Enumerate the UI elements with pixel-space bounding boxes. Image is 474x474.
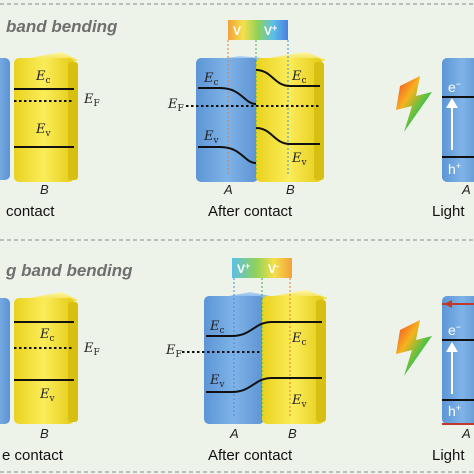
- potential-v-left: V: [233, 24, 241, 38]
- label-a: A: [223, 182, 233, 197]
- arrow-head: [446, 98, 458, 108]
- semiconductor-a-block: [442, 58, 474, 182]
- lightning-bolt-icon: [396, 76, 432, 132]
- hole-label: h+: [448, 403, 461, 419]
- light-caption: Light: [432, 203, 465, 220]
- label-b: B: [286, 182, 295, 197]
- potential-v-left: V+: [237, 261, 250, 276]
- bottom-panel: g band bending Ec Ev EF B e contact V+: [0, 258, 474, 464]
- ec-label-a: Ec: [209, 319, 225, 336]
- top-after-contact: V V+ Ec Ev Ec Ev EF A B After contact: [167, 20, 326, 220]
- ef-label: EF: [167, 97, 184, 114]
- semiconductor-a-block: [0, 58, 10, 180]
- bottom-after-contact: V+ V- Ec Ev Ec Ev EF A B After contact: [165, 258, 328, 464]
- ec-label-b: Ec: [291, 331, 307, 348]
- ev-label-a: Ev: [203, 129, 220, 146]
- valence-band-line: [206, 377, 322, 393]
- after-contact-caption: After contact: [208, 203, 293, 220]
- top-panel-title: band bending: [6, 17, 118, 36]
- conduction-band-line: [198, 87, 257, 105]
- potential-v-right: V+: [264, 23, 277, 38]
- ef-label: EF: [83, 341, 100, 358]
- ev-label-b: Ev: [291, 393, 308, 410]
- semiconductor-b-side: [68, 62, 78, 180]
- arrow-head: [446, 342, 458, 352]
- top-panel: band bending Ec Ev EF B contact V: [0, 17, 474, 220]
- before-contact-caption: contact: [6, 203, 55, 220]
- semiconductor-b-block: [14, 298, 74, 424]
- label-a: A: [229, 426, 239, 441]
- label-b: B: [288, 426, 297, 441]
- potential-v-right: V-: [268, 261, 279, 276]
- conduction-band-line: [255, 69, 320, 87]
- semiconductor-a-block: [0, 298, 10, 424]
- electron-label: e−: [448, 79, 461, 95]
- ec-label: Ec: [35, 69, 51, 86]
- semiconductor-b-side: [316, 300, 326, 422]
- semiconductor-b-side: [68, 302, 78, 422]
- valence-band-line: [198, 146, 257, 164]
- ef-label: EF: [165, 343, 182, 360]
- light-caption: Light: [432, 447, 465, 464]
- potential-bar: [228, 20, 288, 40]
- ec-label-b: Ec: [291, 69, 307, 86]
- bottom-light-irradiation: e− h+ A Light: [396, 296, 474, 464]
- conduction-band-line: [206, 321, 322, 337]
- ev-label-a: Ev: [209, 373, 226, 390]
- ev-label-b: Ev: [291, 151, 308, 168]
- after-contact-caption: After contact: [208, 447, 293, 464]
- lightning-bolt-icon: [396, 320, 432, 376]
- arrow-head: [444, 300, 452, 308]
- valence-band-line: [255, 127, 320, 145]
- before-contact-caption: e contact: [2, 447, 64, 464]
- label-a: A: [461, 426, 471, 441]
- semiconductor-b-block: [262, 296, 324, 424]
- semiconductor-b-block: [256, 58, 322, 182]
- bottom-panel-title: g band bending: [5, 261, 133, 280]
- ec-label: Ec: [39, 327, 55, 344]
- label-b: B: [40, 182, 49, 197]
- top-before-contact: Ec Ev EF B contact: [0, 52, 100, 220]
- ef-label: EF: [83, 92, 100, 109]
- semiconductor-a-block: [442, 296, 474, 424]
- ev-label: Ev: [35, 122, 52, 139]
- bottom-before-contact: Ec Ev EF B e contact: [0, 292, 100, 464]
- electron-label: e−: [448, 322, 461, 338]
- top-light-irradiation: e− h+ A Light: [396, 58, 474, 220]
- hole-label: h+: [448, 161, 461, 177]
- potential-bar: [232, 258, 292, 278]
- label-a: A: [461, 182, 471, 197]
- label-b: B: [40, 426, 49, 441]
- ec-label-a: Ec: [203, 71, 219, 88]
- semiconductor-b-side: [314, 62, 324, 180]
- ev-label: Ev: [39, 387, 56, 404]
